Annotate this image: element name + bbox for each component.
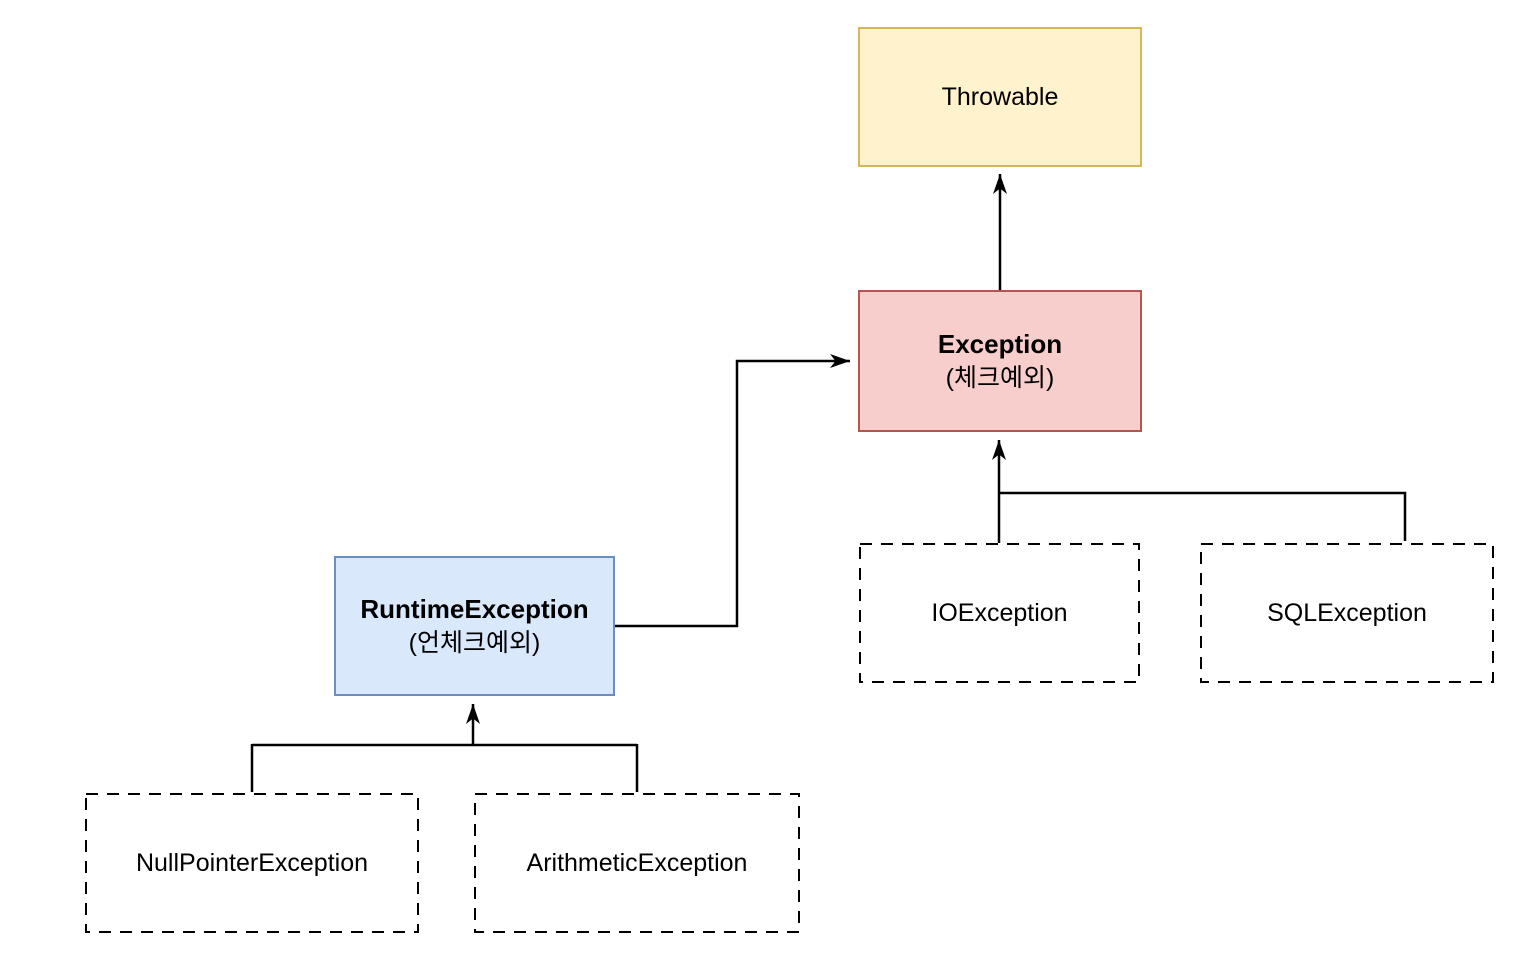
node-exception-label: Exception: [937, 329, 1063, 359]
node-io-exception-label: IOException: [931, 599, 1068, 627]
node-exception: Exception (체크예외): [858, 290, 1142, 432]
node-null-pointer-exception-label: NullPointerException: [135, 849, 369, 877]
node-exception-sublabel: (체크예외): [945, 364, 1055, 392]
node-arithmetic-exception-border: [474, 793, 800, 933]
node-sql-exception: SQLException: [1201, 544, 1493, 682]
node-null-pointer-exception-border: [85, 793, 419, 933]
node-null-pointer-exception: NullPointerException: [86, 794, 418, 932]
node-sql-exception-label: SQLException: [1267, 599, 1427, 627]
node-io-exception: IOException: [860, 544, 1139, 682]
node-arithmetic-exception: ArithmeticException: [475, 794, 799, 932]
node-runtime-exception-sublabel: (언체크예외): [408, 629, 541, 657]
edge-sqlexception-to-exception: [999, 491, 1407, 541]
node-arithmetic-exception-label: ArithmeticException: [526, 849, 748, 877]
node-throwable: Throwable: [858, 27, 1142, 167]
node-runtime-exception-label: RuntimeException: [360, 594, 589, 624]
node-throwable-label: Throwable: [941, 83, 1059, 111]
node-runtime-exception: RuntimeException (언체크예외): [334, 556, 615, 696]
edge-runtimeexception-to-exception: [615, 354, 850, 628]
node-io-exception-border: [859, 543, 1140, 683]
node-sql-exception-border: [1200, 543, 1494, 683]
